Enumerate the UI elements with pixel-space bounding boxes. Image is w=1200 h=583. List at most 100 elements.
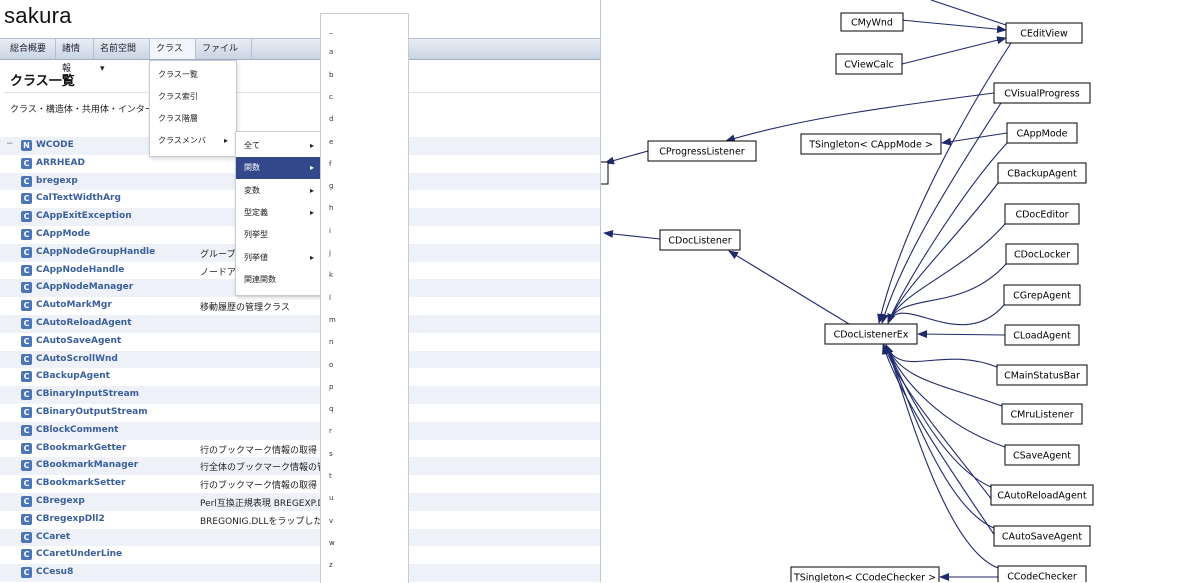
menu-item[interactable]: クラス階層 — [150, 108, 236, 130]
letter-index-link[interactable]: b — [329, 70, 334, 79]
class-node-cprogresslistener[interactable]: CProgressListener — [647, 140, 757, 162]
class-link[interactable]: CCesu8 — [36, 567, 74, 578]
class-link[interactable]: CBregexpDll2 — [36, 513, 105, 524]
class-node-csaveagent[interactable]: CSaveAgent — [1004, 444, 1080, 466]
class-node-tsingletonappmode[interactable]: TSingleton< CAppMode > — [800, 133, 942, 155]
nav-files[interactable]: ファイル ▾ — [196, 39, 252, 74]
class-link[interactable]: CAppMode — [36, 229, 91, 239]
menu-item[interactable]: クラスメンバ▸ — [150, 130, 236, 152]
class-node-cmainstatusbar[interactable]: CMainStatusBar — [996, 364, 1088, 386]
letter-index-link[interactable]: w — [329, 538, 335, 547]
menu-item[interactable]: 列挙値▸ — [236, 247, 322, 269]
menu-item[interactable]: クラス一覧 — [150, 64, 236, 86]
letter-index-link[interactable]: s — [329, 449, 333, 458]
class-node-cviewcalc[interactable]: CViewCalc — [835, 53, 903, 75]
class-node-cgrepagent[interactable]: CGrepAgent — [1003, 284, 1081, 306]
class-link[interactable]: ARRHEAD — [36, 157, 85, 168]
class-link[interactable]: CBookmarkManager — [36, 460, 139, 471]
class-node-cautosaveagent[interactable]: CAutoSaveAgent — [993, 525, 1091, 547]
class-badge-icon: C — [21, 175, 32, 187]
letter-index-link[interactable]: z — [329, 561, 333, 570]
letter-index-link[interactable]: _ — [329, 26, 333, 34]
inheritance-edge — [725, 92, 995, 143]
class-link[interactable]: CBinaryInputStream — [36, 389, 140, 400]
inheritance-edge — [887, 304, 1005, 326]
class-link[interactable]: CBackupAgent — [36, 371, 110, 382]
class-node-cloadagent[interactable]: CLoadAgent — [1004, 324, 1080, 346]
letter-index-link[interactable]: j — [329, 249, 331, 257]
nav-classes[interactable]: クラス ▾ — [150, 39, 196, 74]
class-link[interactable]: CBregexp — [36, 496, 85, 506]
menu-item[interactable]: 関連関数 — [236, 269, 322, 291]
class-node-tsingletoncodechecker[interactable]: TSingleton< CCodeChecker > — [790, 566, 940, 582]
letter-index-link[interactable]: l — [329, 293, 331, 302]
letter-index-link[interactable]: q — [329, 405, 334, 414]
class-link[interactable]: CAutoReloadAgent — [36, 318, 132, 328]
menu-item[interactable]: 列挙型 — [236, 224, 322, 246]
class-link[interactable]: WCODE — [36, 140, 74, 150]
letter-index-link[interactable]: u — [329, 494, 334, 503]
collapse-toggle-icon[interactable]: − — [6, 139, 14, 149]
letter-index-link[interactable]: c — [329, 92, 333, 101]
letter-index-link[interactable]: p — [329, 382, 334, 391]
class-link[interactable]: CCaretUnderLine — [36, 549, 123, 560]
letter-index-link[interactable]: h — [329, 204, 334, 213]
class-brief-description: 行のブックマーク情報の取得・ — [200, 481, 327, 492]
class-node-cmrulistener[interactable]: CMruListener — [1001, 403, 1083, 425]
class-node-cbackupagent[interactable]: CBackupAgent — [997, 162, 1087, 184]
letter-index-link[interactable]: i — [329, 226, 331, 235]
class-link[interactable]: CBookmarkGetter — [36, 442, 127, 453]
class-link[interactable]: CAppNodeManager — [36, 282, 134, 293]
class-link[interactable]: CAutoMarkMgr — [36, 300, 112, 311]
class-link[interactable]: CAutoSaveAgent — [36, 335, 122, 346]
submenu-arrow-icon: ▸ — [309, 207, 314, 217]
nav-main-page[interactable]: 総合概要 — [4, 39, 56, 59]
class-node-ccodechecker[interactable]: CCodeChecker — [997, 565, 1087, 582]
class-link[interactable]: CBlockComment — [36, 424, 119, 435]
letter-index-link[interactable]: f — [329, 159, 332, 168]
class-link[interactable]: CBinaryOutputStream — [36, 407, 148, 417]
letter-index-link[interactable]: t — [329, 472, 332, 480]
menu-item[interactable]: クラス索引 — [150, 86, 236, 108]
letter-index-link[interactable]: v — [329, 516, 334, 525]
letter-index-link[interactable]: m — [329, 315, 336, 324]
letter-index-link[interactable]: d — [329, 115, 334, 124]
class-link[interactable]: CAppNodeGroupHandle — [36, 246, 156, 257]
letter-index-link[interactable]: e — [329, 137, 334, 146]
menu-item[interactable]: 型定義▸ — [236, 202, 322, 224]
menu-item-label: 列挙型 — [244, 230, 268, 240]
class-link[interactable]: CCaret — [36, 531, 71, 542]
class-link[interactable]: CAppNodeHandle — [36, 264, 125, 275]
nav-namespaces[interactable]: 名前空間 ▾ — [94, 39, 150, 74]
class-link[interactable]: CBookmarkSetter — [36, 478, 126, 489]
class-node-ceditview[interactable]: CEditView — [1005, 22, 1083, 44]
class-node-box — [1005, 22, 1083, 44]
class-node-cdoclistener[interactable]: CDocListener — [659, 229, 741, 251]
menu-item[interactable]: 全て▸ — [236, 135, 322, 157]
menu-item[interactable]: 変数▸ — [236, 180, 322, 202]
class-node-label: CDocListenerEx — [834, 330, 909, 341]
class-node-cdoceditor[interactable]: CDocEditor — [1004, 203, 1080, 225]
class-node-cautoreloadagent[interactable]: CAutoReloadAgent — [990, 484, 1094, 506]
class-link[interactable]: CAppExitException — [36, 211, 132, 222]
class-node-cdoclocker[interactable]: CDocLocker — [1005, 243, 1079, 265]
menu-item[interactable]: 関数▸ — [236, 157, 322, 180]
class-node-cmywnd[interactable]: CMyWnd — [840, 12, 904, 32]
class-link[interactable]: CalTextWidthArg — [36, 193, 121, 204]
class-badge-icon: C — [21, 157, 32, 169]
letter-index-link[interactable]: n — [329, 338, 334, 347]
letter-index-link[interactable]: o — [329, 360, 334, 369]
letter-index-link[interactable]: g — [329, 182, 334, 191]
class-link[interactable]: bregexp — [36, 175, 78, 186]
class-node-cvisualprogress[interactable]: CVisualProgress — [993, 82, 1091, 104]
letter-index-link[interactable]: r — [329, 427, 332, 436]
letter-index-link[interactable]: a — [329, 48, 334, 57]
letter-index-link[interactable]: k — [329, 271, 334, 280]
class-node-cdoclistenerex[interactable]: CDocListenerEx — [824, 323, 918, 345]
nav-related-pages[interactable]: 諸情報 — [56, 39, 94, 74]
class-node-cappmode[interactable]: CAppMode — [1006, 122, 1078, 144]
class-link[interactable]: CAutoScrollWnd — [36, 353, 118, 364]
